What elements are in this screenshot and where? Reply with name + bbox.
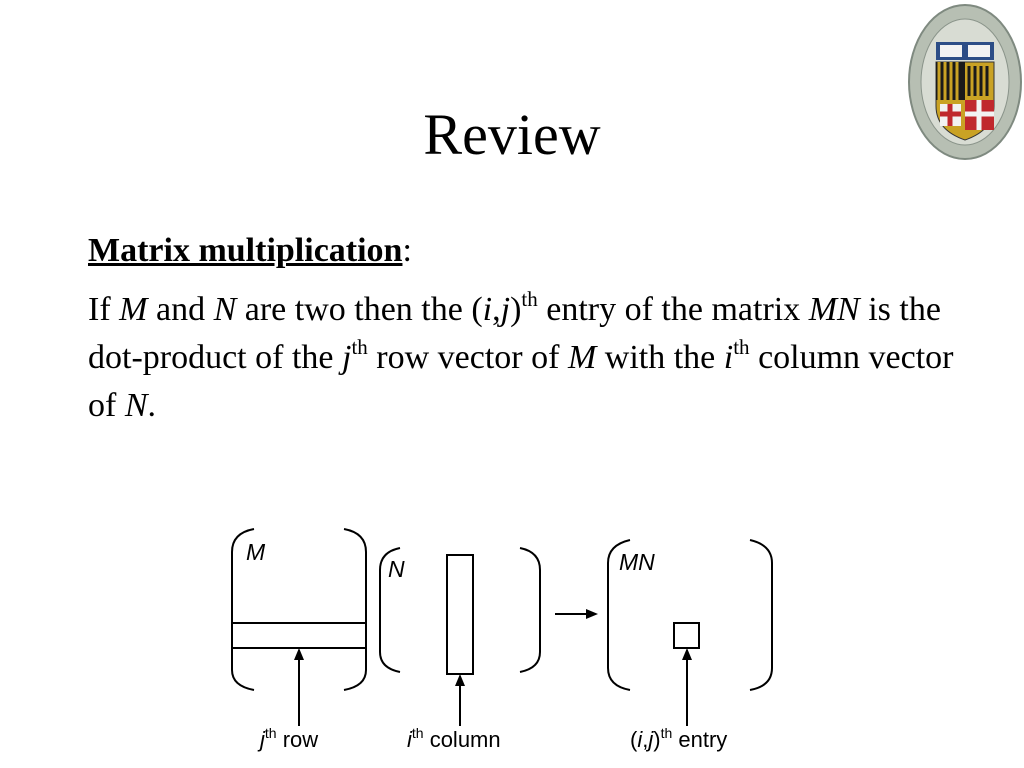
column-vector-box (446, 554, 474, 675)
entry-box (673, 622, 700, 649)
entry-pointer-arrowhead (682, 648, 692, 660)
column-caption: ith column (407, 725, 501, 752)
matrix-m-left-bracket (231, 528, 255, 691)
university-seal-icon (908, 4, 1022, 160)
matrix-n-label: N (388, 556, 405, 582)
matrix-n-left-bracket (379, 547, 401, 673)
row-pointer-arrowhead (294, 648, 304, 660)
result-arrowhead (586, 609, 598, 619)
row-vector-box (231, 622, 367, 649)
matrix-m-right-bracket (343, 528, 367, 691)
matrix-mn-label: MN (619, 549, 655, 575)
matrix-mn-left-bracket (607, 539, 631, 691)
slide-title: Review (423, 102, 601, 167)
definition-text: If M and N are two then the (i,j)th entr… (88, 287, 954, 425)
matrix-m-label: M (246, 539, 266, 565)
row-caption: jth row (260, 725, 319, 752)
column-pointer-arrowhead (455, 674, 465, 686)
matrix-n-right-bracket (519, 547, 541, 673)
entry-caption: (i,j)th entry (630, 725, 728, 752)
matrix-mn-right-bracket (749, 539, 773, 691)
section-heading: Matrix multiplication: (88, 232, 412, 269)
